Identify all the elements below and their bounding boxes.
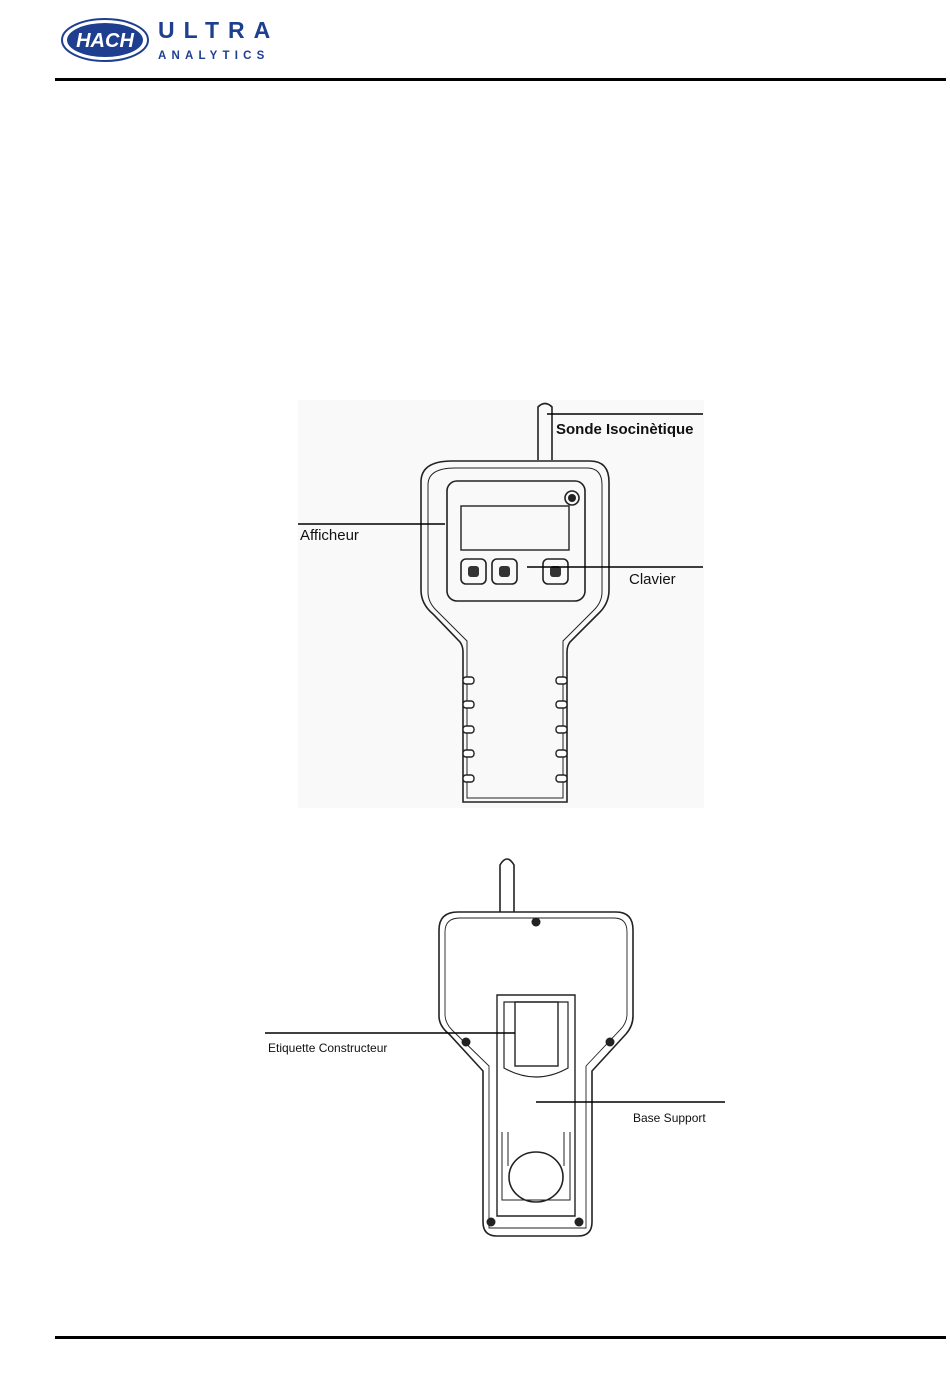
probe-tube-back [500, 859, 514, 912]
base-support-label: Base Support [633, 1111, 706, 1125]
keypad-label: Clavier [629, 571, 676, 588]
display-label: Afficheur [300, 527, 359, 544]
footer-rule [55, 1336, 946, 1339]
manufacturer-label-plate [515, 1002, 558, 1066]
device-back-inner-outline [445, 918, 627, 1228]
base-support [497, 995, 575, 1216]
device-back-outline [439, 912, 633, 1236]
front-view-figure [0, 0, 950, 820]
manufacturer-label-text: Etiquette Constructeur [268, 1041, 387, 1055]
back-view-figure [0, 840, 950, 1250]
battery-cover [509, 1152, 563, 1202]
probe-label: Sonde Isocinètique [556, 421, 694, 438]
